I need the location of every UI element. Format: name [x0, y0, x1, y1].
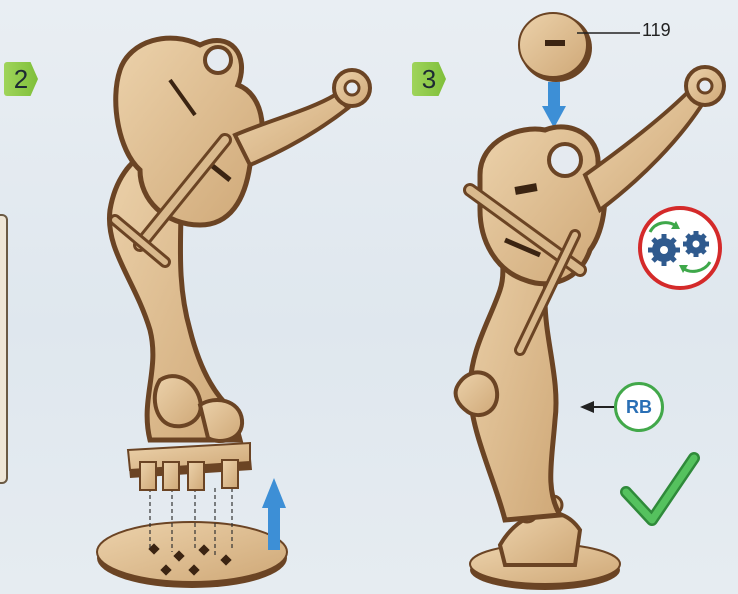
step-number-badge: 3 — [412, 62, 446, 96]
green-check-icon — [626, 458, 694, 520]
step-2-figure — [97, 38, 370, 588]
step-number: 2 — [14, 64, 28, 95]
down-arrow-icon — [542, 82, 566, 128]
part-number-callout: 119 — [642, 20, 671, 41]
step-number-badge: 2 — [4, 62, 38, 96]
part-119-disc — [519, 13, 592, 82]
assembled-arm-part — [585, 67, 724, 210]
foot-block-part — [128, 443, 252, 490]
arrow-left-icon — [580, 401, 614, 413]
rb-label-text: RB — [626, 397, 652, 418]
base-plate-part — [97, 522, 287, 588]
step-number: 3 — [422, 64, 436, 95]
step-3-figure — [456, 13, 724, 590]
gears-rotate-icon — [640, 208, 720, 288]
rb-label-badge: RB — [614, 382, 664, 432]
